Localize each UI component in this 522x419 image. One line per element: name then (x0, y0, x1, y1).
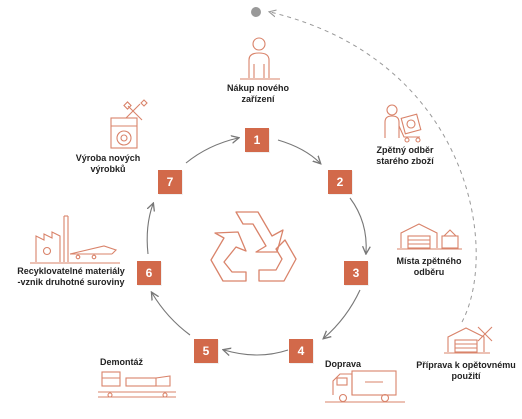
arrow-5-to-6 (152, 293, 191, 336)
person-with-trolley-icon (384, 104, 422, 143)
step-label-5: Demontáž (100, 357, 144, 367)
step-label-6: Recyklovatelné materiály -vznik druhotné… (17, 266, 125, 287)
collection-point-icon (397, 223, 462, 250)
arrow-4-to-5 (224, 350, 289, 355)
arrow-2-to-3 (349, 197, 366, 253)
dismantling-line-icon (98, 371, 176, 398)
recycling-factory-icon (30, 215, 120, 264)
start-dot (251, 7, 261, 17)
step-label-1: Nákup nového zařízení (226, 83, 289, 104)
arrow-7-to-1 (185, 138, 238, 164)
arrow-6-to-7 (146, 204, 153, 255)
step-badge-2: 2 (328, 170, 352, 194)
truck-icon (325, 370, 405, 403)
step-badge-6: 6 (137, 261, 161, 285)
step-label-7: Výroba nových výrobků (75, 153, 141, 174)
step-label-2: Zpětný odběr starého zboží (376, 145, 434, 166)
step-badge-3: 3 (344, 261, 368, 285)
washing-machine-tools-icon (110, 99, 148, 149)
step-label-3: Místa zpětného odběru (396, 256, 462, 277)
step-badge-1: 1 (245, 128, 269, 152)
recycle-icon (210, 211, 297, 282)
arrow-1-to-2 (277, 139, 320, 163)
step-badge-7: 7 (158, 170, 182, 194)
step-badge-5: 5 (194, 339, 218, 363)
arrow-3-to-4 (324, 289, 361, 338)
warehouse-tools-icon (444, 326, 493, 354)
step-badge-4: 4 (289, 339, 313, 363)
dashed-return-arrow (270, 12, 477, 323)
side-step-label: Příprava k opětovnému použití (416, 360, 516, 381)
step-label-4: Doprava (325, 359, 362, 369)
person-icon (240, 37, 280, 80)
